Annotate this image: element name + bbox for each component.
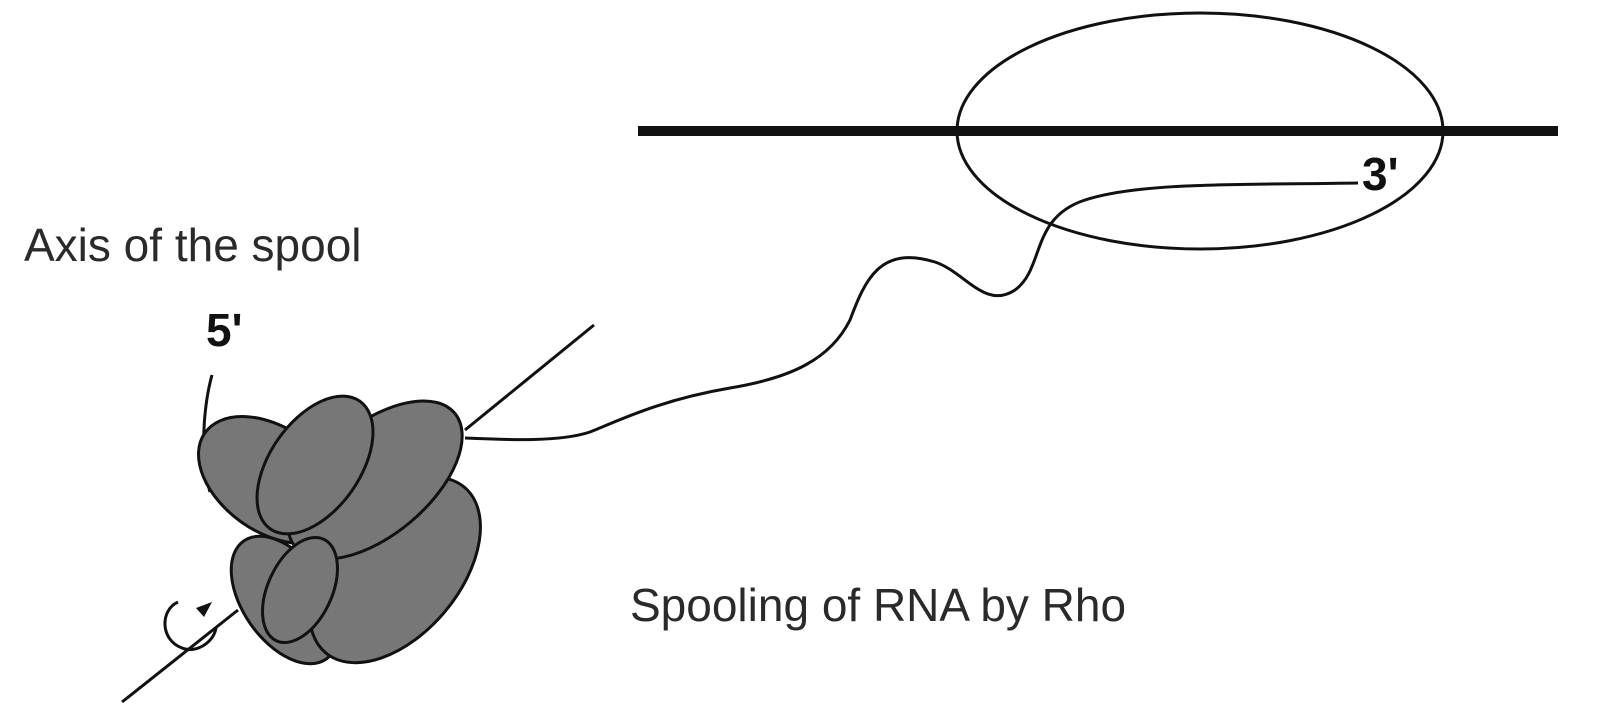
rna-strand bbox=[465, 183, 1358, 440]
rho-hexamer bbox=[175, 371, 514, 694]
diagram-caption: Spooling of RNA by Rho bbox=[630, 582, 1126, 628]
spool-axis-label: Axis of the spool bbox=[24, 222, 362, 268]
curved-rotation-arrow-icon bbox=[165, 602, 216, 650]
spool-axis-line bbox=[465, 325, 594, 430]
five-prime-label: 5' bbox=[206, 307, 243, 353]
spool-axis-line bbox=[122, 610, 238, 702]
three-prime-label: 3' bbox=[1362, 151, 1399, 197]
